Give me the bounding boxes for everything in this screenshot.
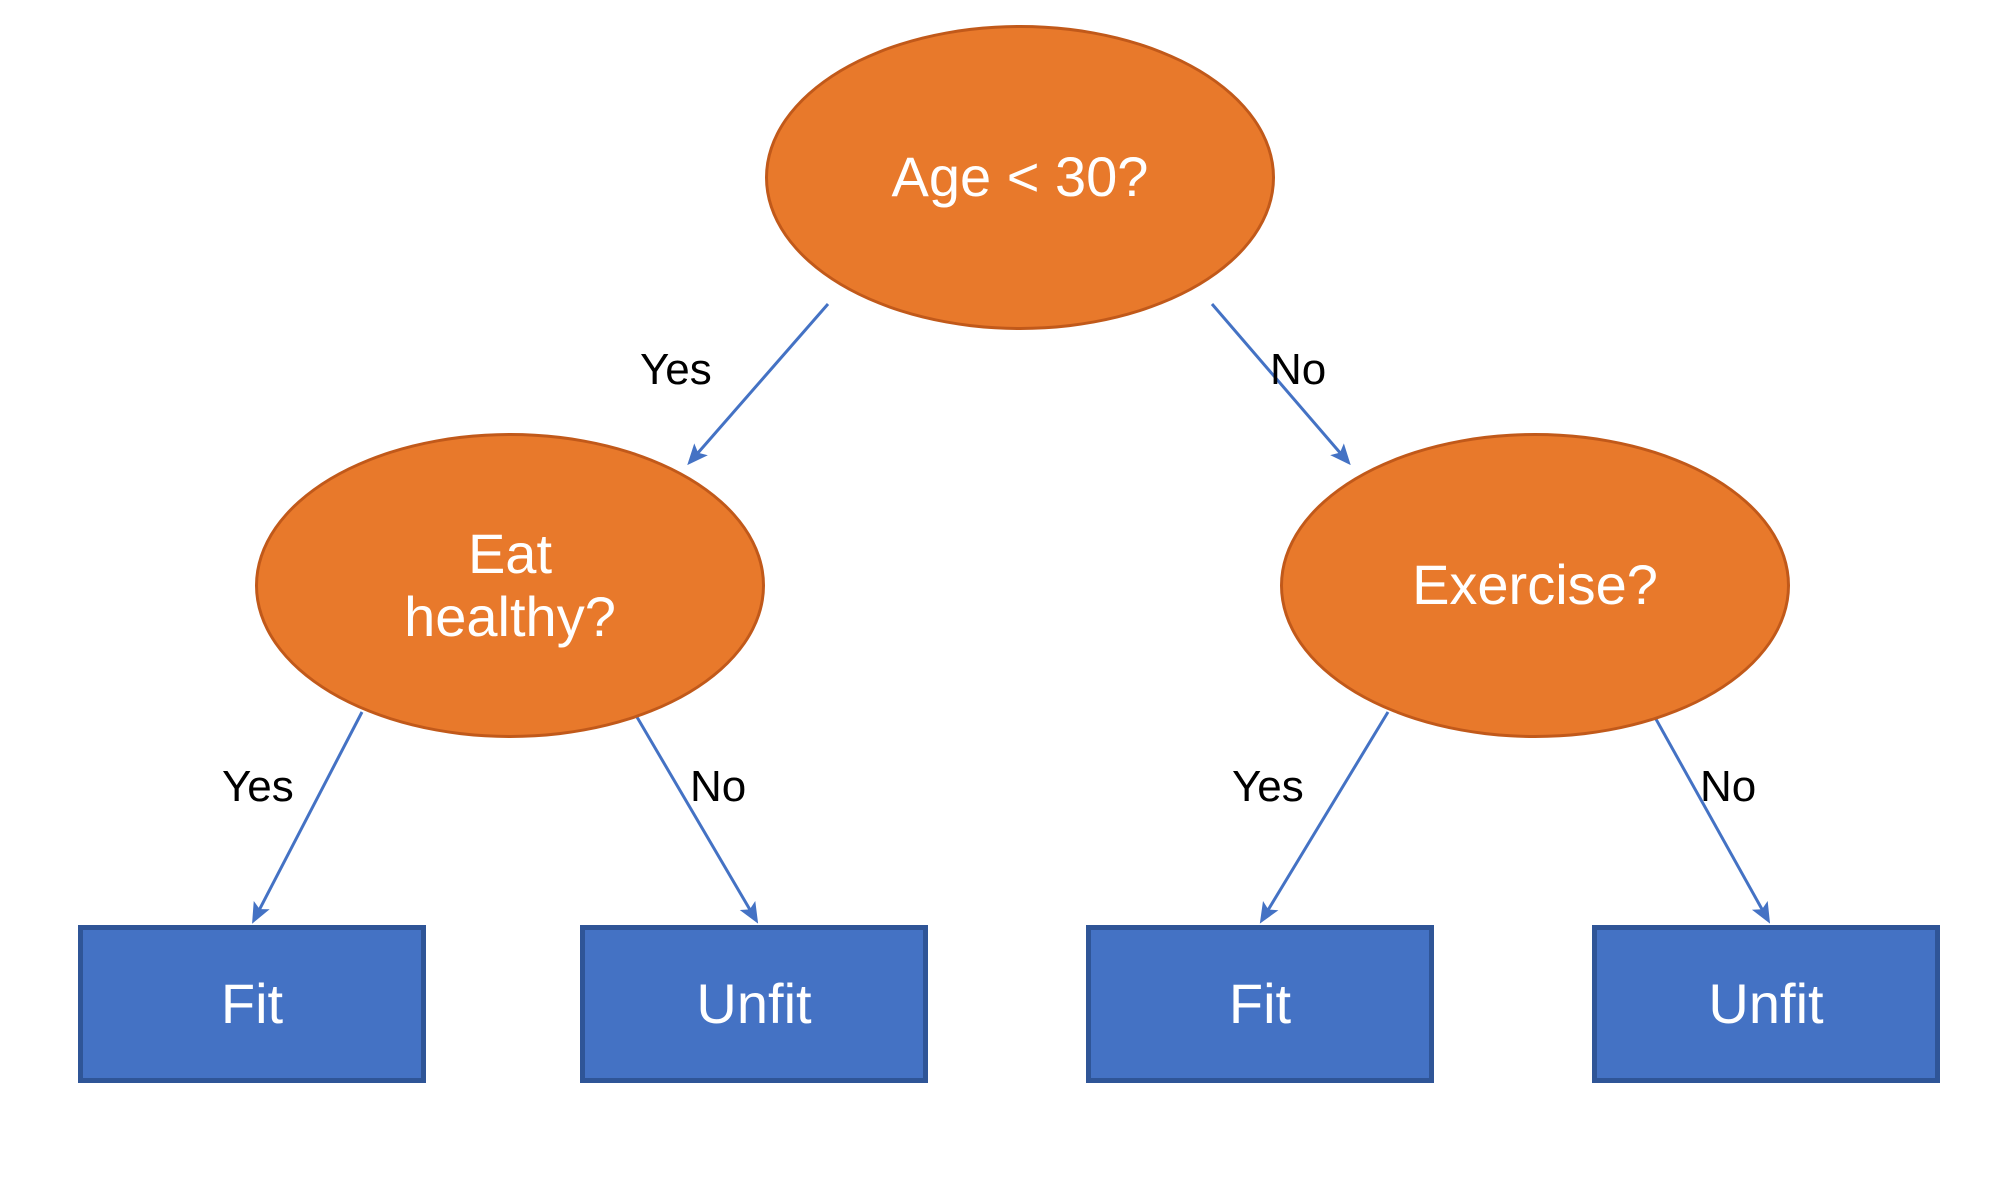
leaf-node-unfit-1[interactable]: Unfit [580,925,928,1083]
connector-exercise-no [1650,711,1771,924]
decision-node-exercise[interactable]: Exercise? [1280,433,1790,738]
node-label: Unfit [696,971,812,1035]
edge-label-exercise-yes: Yes [1232,762,1304,811]
edge-label-root-no: No [1270,345,1327,394]
node-label: Fit [1228,971,1292,1035]
node-label: Exercise? [1412,553,1658,617]
node-label: Unfit [1708,971,1824,1035]
edge-label-exercise-no: No [1700,762,1757,811]
edge-label-eat-no: No [690,762,747,811]
connector-exercise-yes [1259,711,1390,924]
node-label: Eat healthy? [404,521,616,648]
decision-node-eat-healthy[interactable]: Eat healthy? [255,433,765,738]
leaf-node-fit-1[interactable]: Fit [78,925,426,1083]
edge-label-eat-yes: Yes [222,762,294,811]
leaf-node-fit-2[interactable]: Fit [1086,925,1434,1083]
leaf-node-unfit-2[interactable]: Unfit [1592,925,1940,1083]
connector-eat-no [632,711,759,924]
connector-eat-yes [252,711,364,924]
decision-node-root[interactable]: Age < 30? [765,25,1275,330]
node-label: Fit [220,971,284,1035]
node-label: Age < 30? [891,145,1149,209]
edge-label-root-yes: Yes [640,345,712,394]
